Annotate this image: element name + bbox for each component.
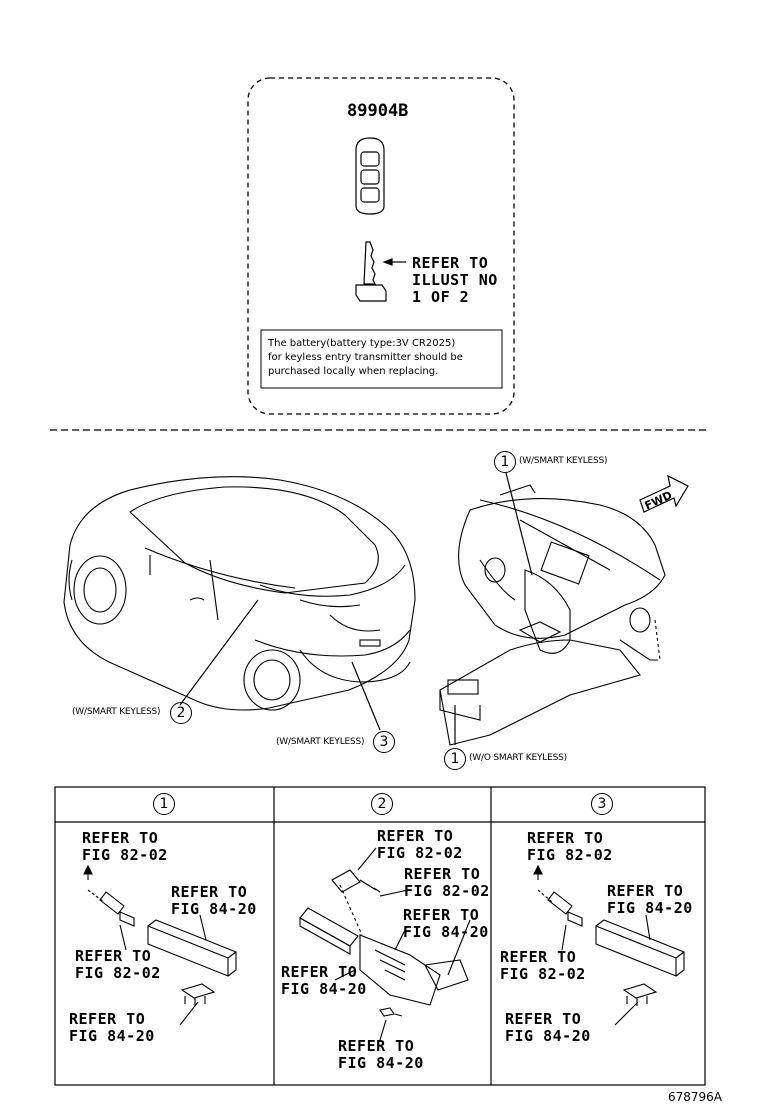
part-number: 89904B (347, 101, 409, 121)
col2-ref-b-line-2: FIG 82-02 (404, 882, 490, 900)
parts-table-grid (54, 786, 706, 1086)
callout-1-bottom: 1 (444, 748, 466, 770)
col1-ref-b-line-2: FIG 84-20 (171, 900, 257, 918)
battery-note-line-3: purchased locally when replacing. (268, 366, 439, 377)
callout-3: 3 (373, 731, 395, 753)
col2-ref-e-line-2: FIG 84-20 (338, 1054, 424, 1072)
mechanical-key-drawing (355, 241, 406, 302)
dashboard-drawing (439, 484, 666, 746)
col2-parts-drawing (299, 847, 471, 1041)
callout-2-label: (W/SMART KEYLESS) (72, 707, 161, 717)
col1-ref-d-line-2: FIG 84-20 (69, 1027, 155, 1045)
col3-ref-b-line-2: FIG 84-20 (607, 899, 693, 917)
key-fob-drawing (355, 137, 385, 215)
col3-ref-c-line-2: FIG 82-02 (500, 965, 586, 983)
col1-parts-drawing (83, 864, 238, 1026)
callout-1-top-label: (W/SMART KEYLESS) (519, 456, 608, 466)
table-header-3: 3 (591, 793, 613, 815)
col2-ref-c-line-2: FIG 84-20 (403, 923, 489, 941)
col1-ref-c-line-2: FIG 82-02 (75, 964, 161, 982)
col1-ref-a-line-2: FIG 82-02 (82, 846, 168, 864)
battery-note-line-2: for keyless entry transmitter should be (268, 352, 463, 363)
col3-ref-a-line-1: REFER TO (527, 829, 604, 847)
col1-ref-c-line-1: REFER TO (75, 947, 152, 965)
col1-ref-d-line-1: REFER TO (69, 1010, 146, 1028)
col1-ref-b-line-1: REFER TO (171, 883, 248, 901)
col3-ref-b-line-1: REFER TO (607, 882, 684, 900)
col3-ref-d-line-2: FIG 84-20 (505, 1027, 591, 1045)
refer-illust-line-2: ILLUST NO (412, 271, 498, 289)
col3-ref-c-line-1: REFER TO (500, 948, 577, 966)
refer-illust-line-3: 1 OF 2 (412, 288, 470, 306)
fwd-arrow-outline (639, 474, 689, 513)
col2-ref-c-line-1: REFER TO (403, 906, 480, 924)
key-box-outline (247, 77, 515, 415)
col2-ref-d-line-2: FIG 84-20 (281, 980, 367, 998)
callout-1-top: 1 (494, 451, 516, 473)
battery-note-line-1: The battery(battery type:3V CR2025) (268, 338, 456, 349)
battery-note-box (260, 329, 503, 389)
refer-illust-line-1: REFER TO (412, 254, 489, 272)
callout-3-label: (W/SMART KEYLESS) (276, 737, 365, 747)
vehicle-drawing (63, 476, 416, 711)
col2-ref-e-line-1: REFER TO (338, 1037, 415, 1055)
col2-ref-d-line-1: REFER TO (281, 963, 358, 981)
callout-1-bottom-label: (W/O SMART KEYLESS) (469, 753, 567, 763)
table-header-2: 2 (371, 793, 393, 815)
col3-ref-d-line-1: REFER TO (505, 1010, 582, 1028)
col1-ref-a-line-1: REFER TO (82, 829, 159, 847)
table-header-1: 1 (153, 793, 175, 815)
col2-ref-a-line-2: FIG 82-02 (377, 844, 463, 862)
col3-ref-a-line-2: FIG 82-02 (527, 846, 613, 864)
col3-parts-drawing (533, 864, 686, 1026)
figure-id: 678796A (668, 1090, 723, 1104)
col2-ref-b-line-1: REFER TO (404, 865, 481, 883)
col2-ref-a-line-1: REFER TO (377, 827, 454, 845)
callout-2: 2 (170, 702, 192, 724)
